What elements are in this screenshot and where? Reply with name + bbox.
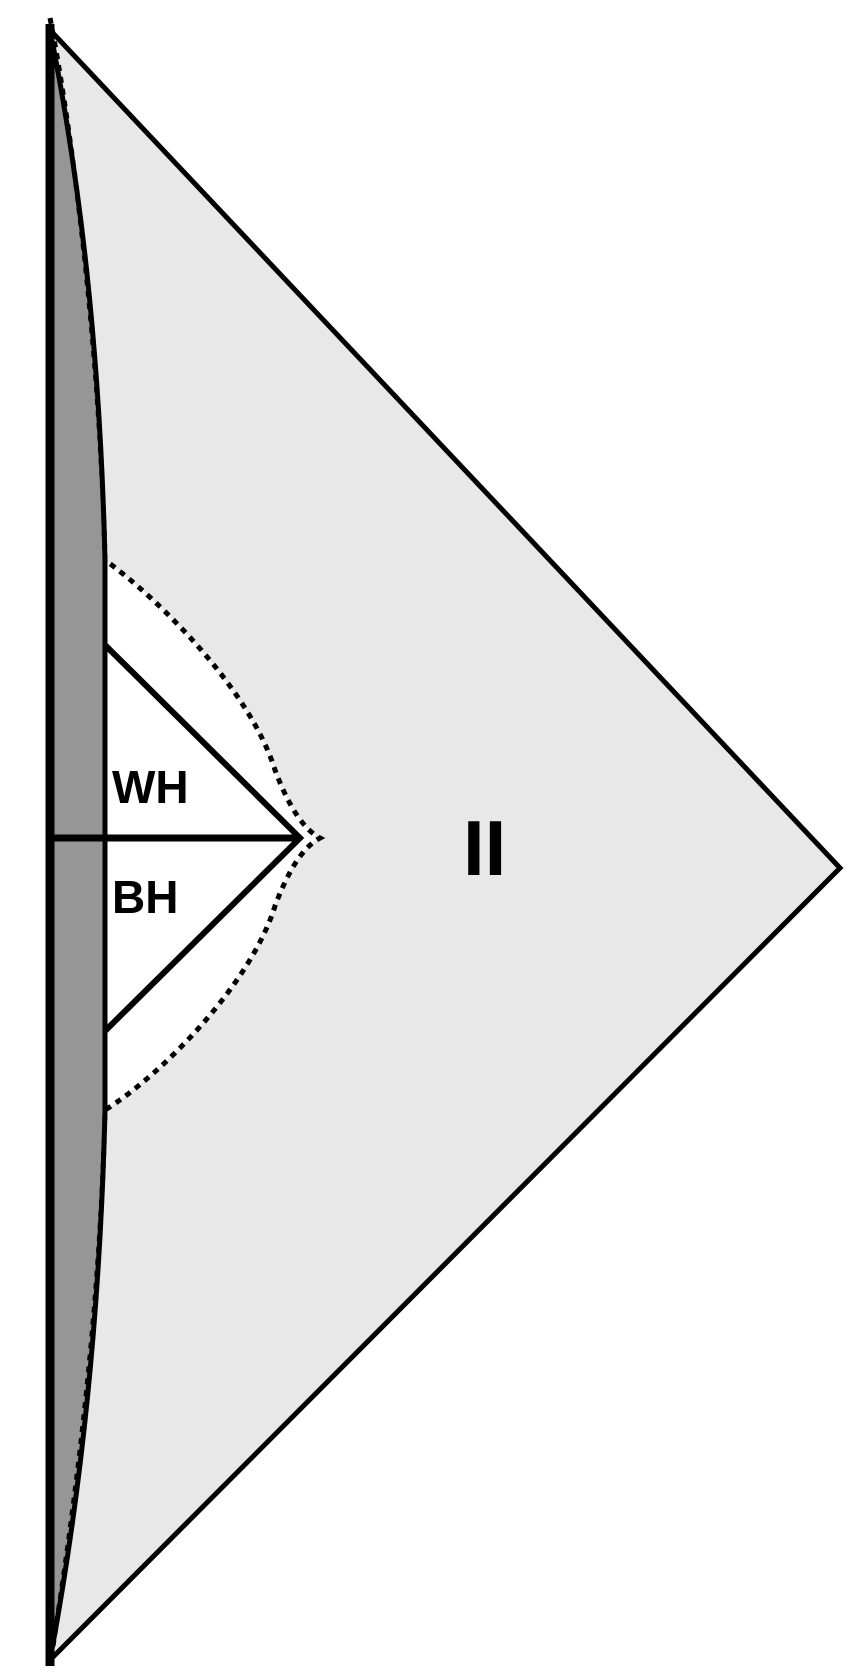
dotted-curve [47,17,326,1666]
white-hole-label: WH [112,761,189,813]
boundary-strip-upper [50,30,105,838]
black-hole-label: BH [112,871,178,923]
boundary-strip-lower [50,838,105,1660]
region-two-label: II [463,804,506,892]
